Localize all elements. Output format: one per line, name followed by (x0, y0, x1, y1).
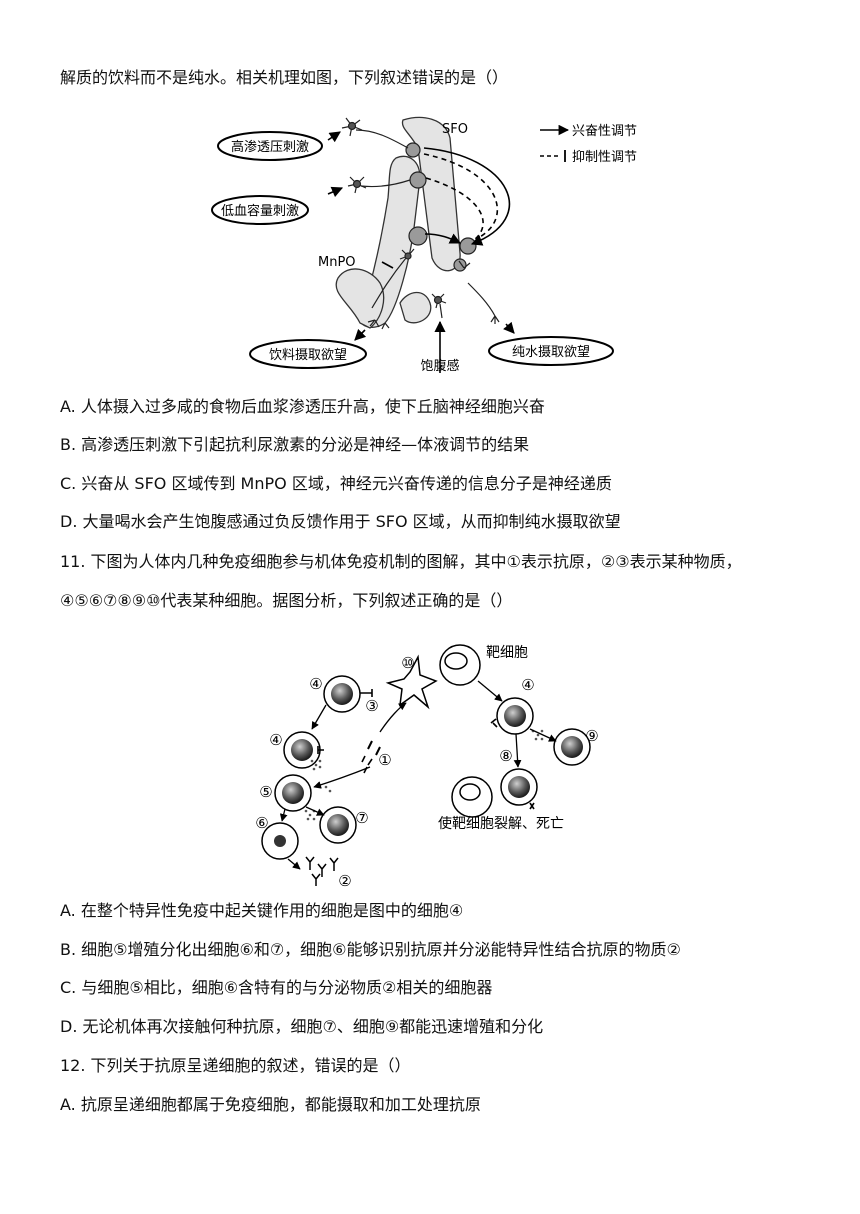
immune-cells-figure: ④ ③ ⑩ ④ ① ⑤ ⑥ ⑦ ② ④ ⑨ ⑧ 靶细胞 使靶细胞裂解、死亡 (255, 644, 599, 890)
cell-5 (274, 774, 312, 812)
legend: 兴奋性调节 抑制性调节 (540, 124, 637, 165)
cell-6 (261, 822, 299, 860)
label-sfo: SFO (442, 122, 468, 137)
label-satiety: 饱腹感 (420, 358, 459, 373)
cell-7 (319, 806, 357, 844)
label-6: ⑥ (255, 814, 268, 832)
cell-4-right (496, 697, 534, 735)
target-cell-top (439, 644, 481, 686)
label-8: ⑧ (499, 747, 512, 765)
label-1: ① (378, 751, 391, 769)
legend-excitatory: 兴奋性调节 (572, 124, 637, 139)
q10-option-d: D. 大量喝水会产生饱腹感通过负反馈作用于 SFO 区域，从而抑制纯水摄取欲望 (60, 512, 621, 531)
antigen-marks (367, 740, 381, 756)
label-5: ⑤ (259, 783, 272, 801)
label-water-desire: 纯水摄取欲望 (512, 344, 590, 360)
immune-cells (261, 644, 591, 860)
stimulus-ovals (211, 131, 614, 369)
brain-tissue-shape (335, 116, 461, 329)
label-7: ⑦ (355, 809, 368, 827)
cell-8 (500, 768, 538, 806)
label-9: ⑨ (585, 727, 598, 745)
q12-stem: 12. 下列关于抗原呈递细胞的叙述，错误的是（） (60, 1056, 411, 1075)
q11-option-a: A. 在整个特异性免疫中起关键作用的细胞是图中的细胞④ (60, 901, 464, 920)
label-10: ⑩ (401, 654, 414, 672)
legend-inhibitory: 抑制性调节 (572, 150, 637, 165)
q10-option-c: C. 兴奋从 SFO 区域传到 MnPO 区域，神经元兴奋传递的信息分子是神经递… (60, 474, 612, 493)
sensory-neurons (341, 117, 500, 330)
label-target-cell: 靶细胞 (486, 645, 528, 661)
q11-option-c: C. 与细胞⑤相比，细胞⑥含特有的与分泌物质②相关的细胞器 (60, 978, 493, 997)
cell-4-top (323, 675, 361, 713)
dendritic-cell-10 (385, 654, 438, 710)
cell-9 (553, 728, 591, 766)
label-3: ③ (365, 697, 378, 715)
antibodies (305, 856, 339, 886)
q11-stem-line2: ④⑤⑥⑦⑧⑨⑩代表某种细胞。据图分析，下列叙述正确的是（） (60, 591, 513, 610)
q10-option-b: B. 高渗透压刺激下引起抗利尿激素的分泌是神经—体液调节的结果 (60, 435, 530, 454)
label-low-volume-stimulus: 低血容量刺激 (221, 203, 299, 219)
thirst-regulation-figure: 兴奋性调节 抑制性调节 高渗透压刺激 低血容量刺激 饮料摄取欲望 (211, 116, 637, 373)
label-4-top: ④ (309, 675, 322, 693)
q11-option-d: D. 无论机体再次接触何种抗原，细胞⑦、细胞⑨都能迅速增殖和分化 (60, 1017, 544, 1036)
intro-line: 解质的饮料而不是纯水。相关机理如图，下列叙述错误的是（） (60, 68, 509, 87)
q12-option-a: A. 抗原呈递细胞都属于免疫细胞，都能摄取和加工处理抗原 (60, 1095, 481, 1114)
flow-arrows (279, 680, 557, 870)
label-2: ② (338, 872, 351, 890)
regulation-arrows (327, 131, 515, 373)
q10-option-a: A. 人体摄入过多咸的食物后血浆渗透压升高，使下丘脑神经细胞兴奋 (60, 397, 545, 416)
q11-option-b: B. 细胞⑤增殖分化出细胞⑥和⑦，细胞⑥能够识别抗原并分泌能特异性结合抗原的物质… (60, 940, 681, 959)
label-drink-desire: 饮料摄取欲望 (269, 347, 347, 363)
label-target-lysis: 使靶细胞裂解、死亡 (438, 815, 564, 832)
cell-4-left (283, 731, 321, 769)
q11-stem-line1: 11. 下图为人体内几种免疫细胞参与机体免疫机制的图解，其中①表示抗原，②③表示… (60, 552, 742, 571)
label-4-left: ④ (269, 731, 282, 749)
label-mnpo: MnPO (318, 255, 356, 270)
target-cell-bottom (451, 776, 493, 818)
label-high-osmotic-stimulus: 高渗透压刺激 (231, 139, 309, 155)
label-4-right: ④ (521, 676, 534, 694)
